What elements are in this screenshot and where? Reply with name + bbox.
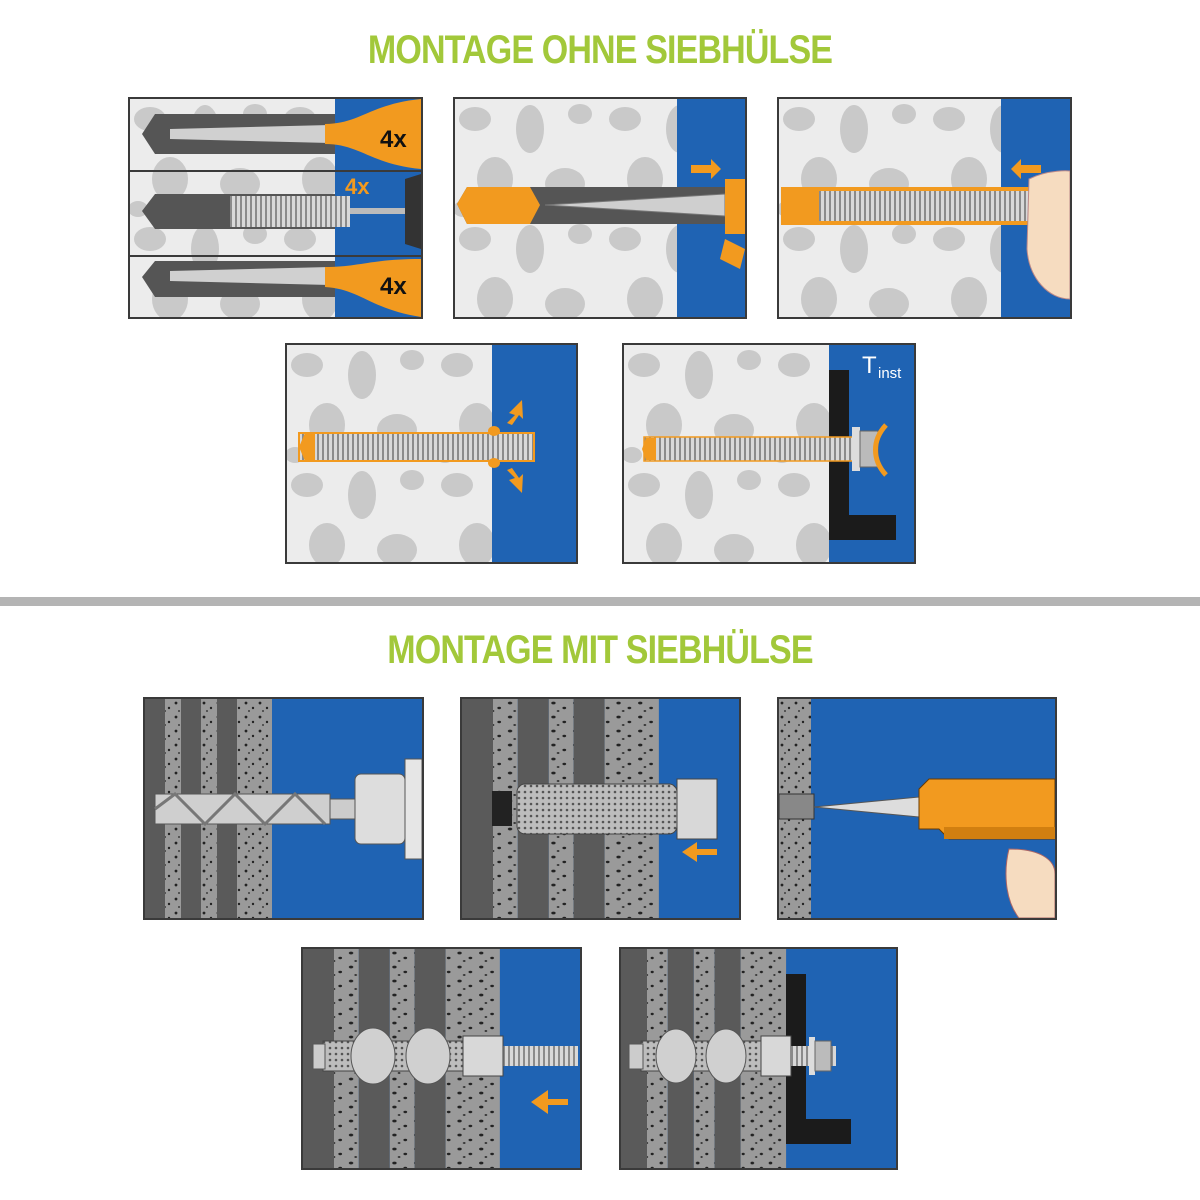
repeat-label: 4x [345, 174, 370, 199]
step-insert-sleeve [460, 697, 741, 920]
blow-out-step: 4x [142, 99, 421, 169]
step-insert-rod-sleeve [301, 947, 582, 1170]
section-title-without-sleeve: MONTAGE OHNE SIEBHÜLSE [367, 28, 833, 72]
step-clean-borehole: 4x 4x 4x [128, 97, 423, 319]
step-tighten: T inst [622, 343, 916, 564]
repeat-label: 4x [380, 126, 407, 153]
step-drill [143, 697, 424, 920]
step-insert-rod [777, 97, 1072, 319]
arrow-icon [507, 468, 523, 493]
blow-out-step: 4x [142, 259, 421, 317]
arrow-left-icon [1011, 159, 1041, 179]
rotate-icon [873, 423, 888, 477]
step-tighten-sleeve [619, 947, 898, 1170]
step-inject-mortar-sleeve [777, 697, 1057, 920]
arrow-right-icon [691, 159, 721, 179]
torque-subscript: inst [878, 365, 902, 382]
repeat-label: 4x [380, 273, 407, 300]
arrow-left-icon [682, 842, 717, 862]
arrow-icon [507, 400, 523, 425]
arrow-left-icon [531, 1090, 568, 1114]
section-divider [0, 597, 1200, 606]
torque-label: T [862, 352, 877, 379]
step-inject-mortar [453, 97, 747, 319]
hand-icon [1026, 170, 1070, 300]
step-cure [285, 343, 578, 564]
hand-icon [1005, 848, 1055, 918]
brush-step: 4x [142, 174, 421, 249]
section-title-with-sleeve: MONTAGE MIT SIEBHÜLSE [387, 628, 813, 672]
